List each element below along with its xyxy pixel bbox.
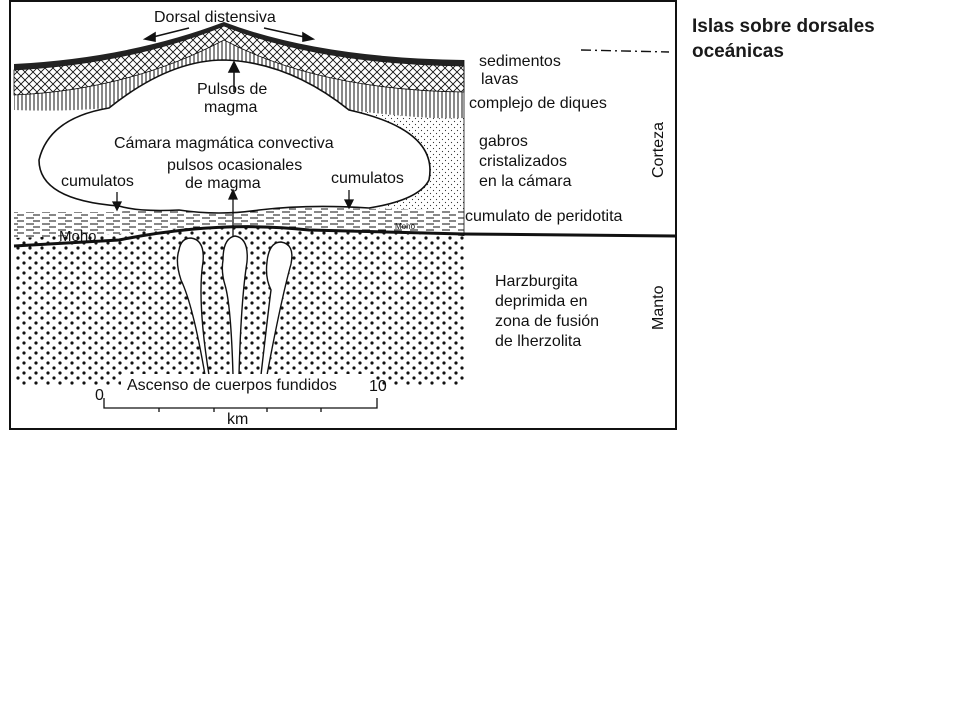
moho-line: [13, 225, 676, 248]
slide-title-line-1: Islas sobre dorsales: [692, 16, 875, 37]
label-gabros-3: en la cámara: [479, 173, 572, 190]
sediment-layer: [14, 22, 464, 70]
cumulate-arrows: [111, 190, 355, 212]
label-corteza: Corteza: [650, 122, 667, 178]
label-pulsos-2: magma: [204, 99, 257, 116]
magma-chamber: [38, 59, 431, 214]
occasional-pulse-arrow: [227, 188, 239, 236]
ascenso-label-bg: [121, 374, 375, 394]
label-moho-right: Moho: [395, 222, 416, 231]
label-ocasional-2: de magma: [185, 175, 261, 192]
label-harz-3: zona de fusión: [495, 313, 599, 330]
scale-bar-bg: [97, 394, 393, 426]
label-moho-left: Moho: [59, 228, 97, 245]
scale-unit: km: [227, 411, 248, 428]
scale-start: 0: [95, 387, 104, 404]
label-ascenso: Ascenso de cuerpos fundidos: [127, 377, 337, 394]
label-gabros-1: gabros: [479, 133, 528, 150]
label-dorsal-distensiva: Dorsal distensiva: [154, 9, 276, 26]
label-harz-2: deprimida en: [495, 293, 588, 310]
gabbro-layer: [349, 110, 464, 210]
label-camara: Cámara magmática convectiva: [114, 135, 334, 152]
sheeted-dike-complex: [14, 40, 464, 119]
sediment-leader: [580, 49, 670, 53]
label-lavas: lavas: [481, 71, 518, 88]
label-diques: complejo de diques: [469, 95, 607, 112]
label-ocasional-1: pulsos ocasionales: [167, 157, 302, 174]
label-sedimentos: sedimentos: [479, 53, 561, 70]
label-cumulatos-left: cumulatos: [61, 173, 134, 190]
ridge-diagram: Dorsal distensiva sedimentos lavas compl…: [9, 0, 677, 430]
label-cumulatos-right: cumulatos: [331, 170, 404, 187]
label-harz-4: de lherzolita: [495, 333, 581, 350]
label-gabros-2: cristalizados: [479, 153, 567, 170]
slide-title: Islas sobre dorsales oceánicas: [692, 14, 942, 64]
magma-pulse-arrow: [227, 60, 241, 92]
slide-title-line-2: oceánicas: [692, 41, 784, 62]
spreading-arrows: [142, 27, 316, 42]
scale-bar: [103, 398, 378, 412]
scale-end: 10: [369, 378, 387, 395]
label-manto: Manto: [650, 285, 667, 330]
melt-body-right: [260, 241, 293, 376]
label-peridotita: cumulato de peridotita: [465, 208, 623, 225]
melt-body-left: [176, 237, 210, 376]
label-pulsos-1: Pulsos de: [197, 81, 267, 98]
label-harz-1: Harzburgita: [495, 273, 578, 290]
melt-body-center: [221, 235, 248, 376]
